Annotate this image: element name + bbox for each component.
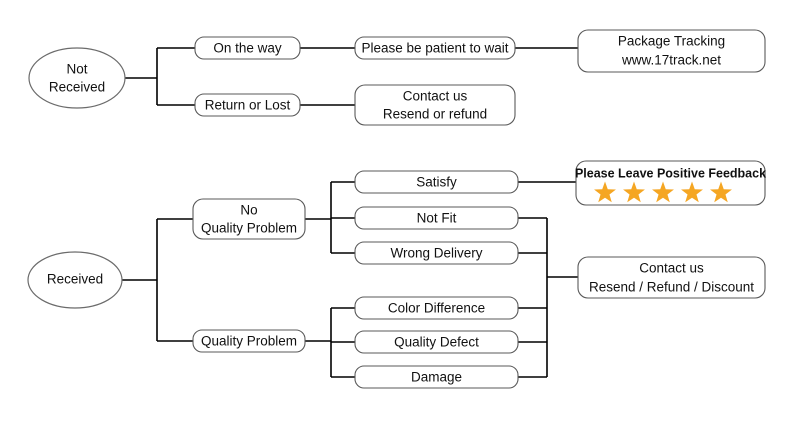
node-contact-us-resend-refund-discount[interactable]: Contact us Resend / Refund / Discount <box>577 256 766 299</box>
connectors-received <box>122 181 578 378</box>
return-or-lost-label: Return or Lost <box>205 98 291 113</box>
not-fit-label: Not Fit <box>417 211 457 226</box>
on-the-way-label: On the way <box>213 41 282 56</box>
star-icon[interactable] <box>594 181 616 203</box>
no-quality-problem-label-line2: Quality Problem <box>201 221 297 236</box>
contact-us-label-line2: Resend or refund <box>383 107 487 122</box>
damage-box <box>354 365 519 389</box>
node-quality-problem[interactable]: Quality Problem <box>192 329 306 353</box>
please-be-patient-box <box>354 36 516 60</box>
not-received-label-line2: Received <box>49 80 105 95</box>
contact-us2-label-line2: Resend / Refund / Discount <box>589 280 754 295</box>
node-received[interactable]: Received <box>27 251 123 309</box>
package-tracking-label-line1: Package Tracking <box>618 34 725 49</box>
satisfy-box <box>354 170 519 194</box>
wrong-delivery-box <box>354 241 519 265</box>
node-damage[interactable]: Damage <box>354 365 519 389</box>
quality-defect-box <box>354 330 519 354</box>
contact-us-discount-box <box>577 256 766 299</box>
not-fit-box <box>354 206 519 230</box>
not-received-label-line1: Not <box>66 62 87 77</box>
star-icon[interactable] <box>623 181 645 203</box>
star-icon[interactable] <box>652 181 674 203</box>
no-quality-problem-label-line1: No <box>240 203 257 218</box>
contact-us-label-line1: Contact us <box>403 89 468 104</box>
node-not-fit[interactable]: Not Fit <box>354 206 519 230</box>
return-or-lost-box <box>194 93 301 117</box>
package-tracking-url[interactable]: www.17track.net <box>621 53 721 68</box>
star-rating[interactable] <box>594 181 732 203</box>
received-ellipse <box>27 251 123 309</box>
node-positive-feedback[interactable]: Please Leave Positive Feedback <box>575 160 766 206</box>
node-quality-defect[interactable]: Quality Defect <box>354 330 519 354</box>
node-please-be-patient[interactable]: Please be patient to wait <box>354 36 516 60</box>
star-icon[interactable] <box>681 181 703 203</box>
node-wrong-delivery[interactable]: Wrong Delivery <box>354 241 519 265</box>
connectors-not-received <box>125 47 578 106</box>
star-icon[interactable] <box>710 181 732 203</box>
contact-us2-label-line1: Contact us <box>639 261 704 276</box>
color-difference-label: Color Difference <box>388 301 485 316</box>
positive-feedback-label: Please Leave Positive Feedback <box>575 166 766 180</box>
wrong-delivery-label: Wrong Delivery <box>390 246 482 261</box>
damage-label: Damage <box>411 370 462 385</box>
satisfy-label: Satisfy <box>416 175 457 190</box>
node-not-received[interactable]: Not Received <box>28 47 126 109</box>
node-no-quality-problem[interactable]: No Quality Problem <box>192 198 306 240</box>
quality-problem-label: Quality Problem <box>201 334 297 349</box>
quality-problem-box <box>192 329 306 353</box>
please-be-patient-label: Please be patient to wait <box>361 41 508 56</box>
color-difference-box <box>354 296 519 320</box>
node-package-tracking[interactable]: Package Tracking www.17track.net <box>577 29 766 73</box>
node-return-or-lost[interactable]: Return or Lost <box>194 93 301 117</box>
node-on-the-way[interactable]: On the way <box>194 36 301 60</box>
received-label: Received <box>47 272 103 287</box>
contact-us-resend-refund-box <box>354 84 516 126</box>
not-received-ellipse <box>28 47 126 109</box>
on-the-way-box <box>194 36 301 60</box>
no-quality-problem-box <box>192 198 306 240</box>
quality-defect-label: Quality Defect <box>394 335 479 350</box>
package-tracking-box <box>577 29 766 73</box>
node-color-difference[interactable]: Color Difference <box>354 296 519 320</box>
node-satisfy[interactable]: Satisfy <box>354 170 519 194</box>
node-contact-us-resend-refund[interactable]: Contact us Resend or refund <box>354 84 516 126</box>
